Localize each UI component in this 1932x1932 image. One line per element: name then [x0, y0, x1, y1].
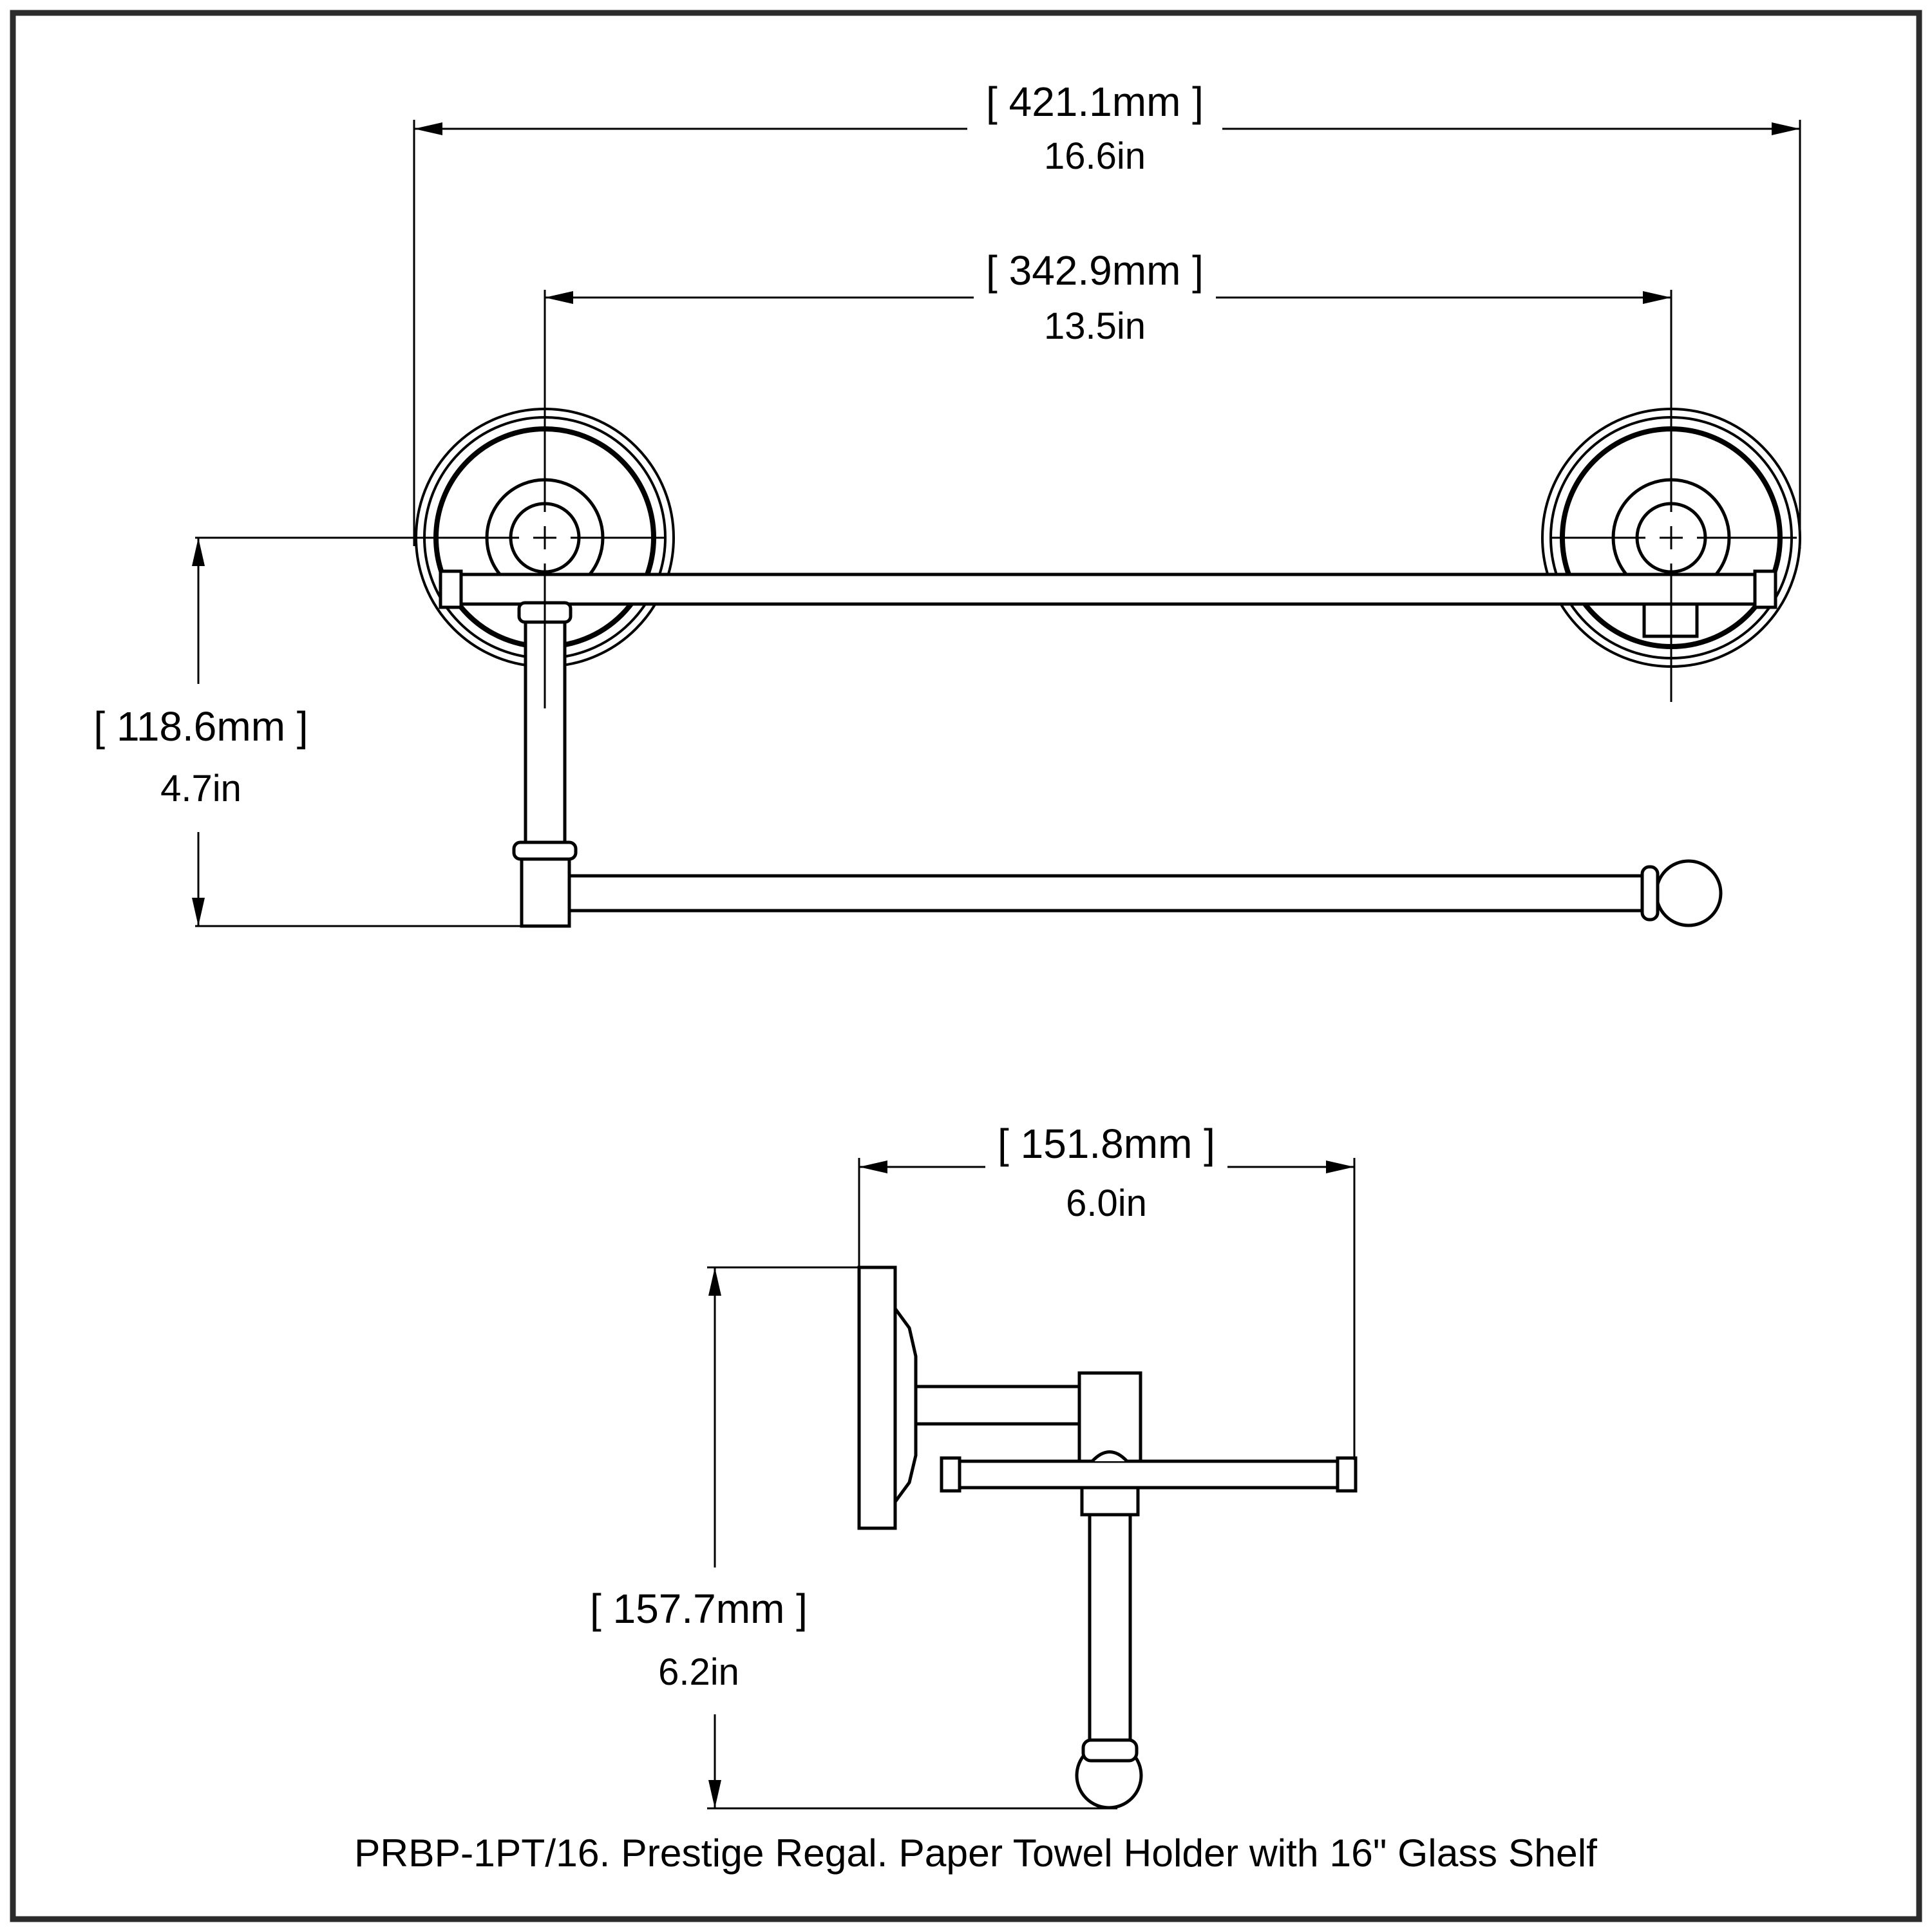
dim-overall-width: [ 421.1mm ] 16.6in	[413, 79, 1801, 549]
side-view: [ 151.8mm ] 6.0in [ 157.7mm ] 6.2in	[590, 1121, 1358, 1810]
dim-overall-arrow-right	[1772, 122, 1800, 135]
pivot-block	[520, 857, 571, 928]
glass-shelf-front	[439, 573, 1777, 606]
dim-drop-arrow-down	[192, 898, 205, 926]
shelf-bracket-side	[1077, 1371, 1142, 1463]
dim-post-spacing: [ 342.9mm ] 13.5in	[545, 247, 1671, 347]
front-view: [ 421.1mm ] 16.6in [ 342.9mm ] 13.5in [ …	[93, 79, 1801, 928]
dim-drop-metric-label: [ 118.6mm ]	[93, 703, 308, 750]
dim-spacing-imperial-label: 13.5in	[1044, 305, 1146, 347]
shelf-clamp-dome	[1091, 1450, 1128, 1463]
dim-depth-arrow-right	[1326, 1160, 1354, 1173]
dim-overall-metric-label: [ 421.1mm ]	[986, 79, 1204, 125]
ball-finial	[1654, 859, 1723, 927]
dim-height-imperial-label: 6.2in	[658, 1651, 739, 1693]
dim-spacing-arrow-left	[545, 291, 573, 304]
dim-overall-arrow-left	[414, 122, 442, 135]
glass-shelf-side	[940, 1459, 1358, 1490]
post-bottom-collar-side	[1081, 1738, 1139, 1763]
dim-drop-imperial-label: 4.7in	[160, 768, 242, 810]
dim-depth-metric-label: [ 151.8mm ]	[998, 1121, 1215, 1167]
dim-drop-arrow-up	[192, 538, 205, 566]
towel-post-side	[1088, 1513, 1132, 1743]
dim-depth-imperial-label: 6.0in	[1066, 1182, 1147, 1224]
dim-height-metric-label: [ 157.7mm ]	[590, 1586, 808, 1632]
towel-bar	[567, 874, 1645, 913]
wall-plate-side	[857, 1265, 897, 1530]
dim-projection-depth: [ 151.8mm ] 6.0in	[858, 1121, 1356, 1460]
dim-overall-imperial-label: 16.6in	[1044, 135, 1146, 177]
dim-overall-height: [ 157.7mm ] 6.2in	[590, 1266, 1117, 1810]
dim-spacing-metric-label: [ 342.9mm ]	[986, 247, 1204, 294]
shelf-side-rear-cap	[940, 1456, 961, 1493]
right-rosette-centerlines	[1551, 290, 1797, 702]
post-socket-side	[1080, 1486, 1140, 1517]
dim-drop-height: [ 118.6mm ] 4.7in	[93, 538, 520, 927]
rosette-dome-profile	[893, 1303, 918, 1507]
drawing-caption: PRBP-1PT/16. Prestige Regal. Paper Towel…	[354, 1832, 1597, 1875]
pivot-collar	[512, 840, 578, 861]
shelf-left-end-bracket	[439, 569, 463, 609]
page-border	[10, 10, 1922, 1922]
shelf-right-end-bracket	[1753, 569, 1777, 609]
dim-height-arrow-up	[708, 1267, 721, 1296]
dim-depth-arrow-left	[859, 1160, 887, 1173]
left-rosette-centerlines	[195, 290, 667, 708]
dim-spacing-arrow-right	[1643, 291, 1671, 304]
bar-end-collar	[1640, 865, 1660, 922]
shelf-side-front-cap	[1336, 1456, 1358, 1493]
dim-height-arrow-down	[708, 1780, 721, 1808]
